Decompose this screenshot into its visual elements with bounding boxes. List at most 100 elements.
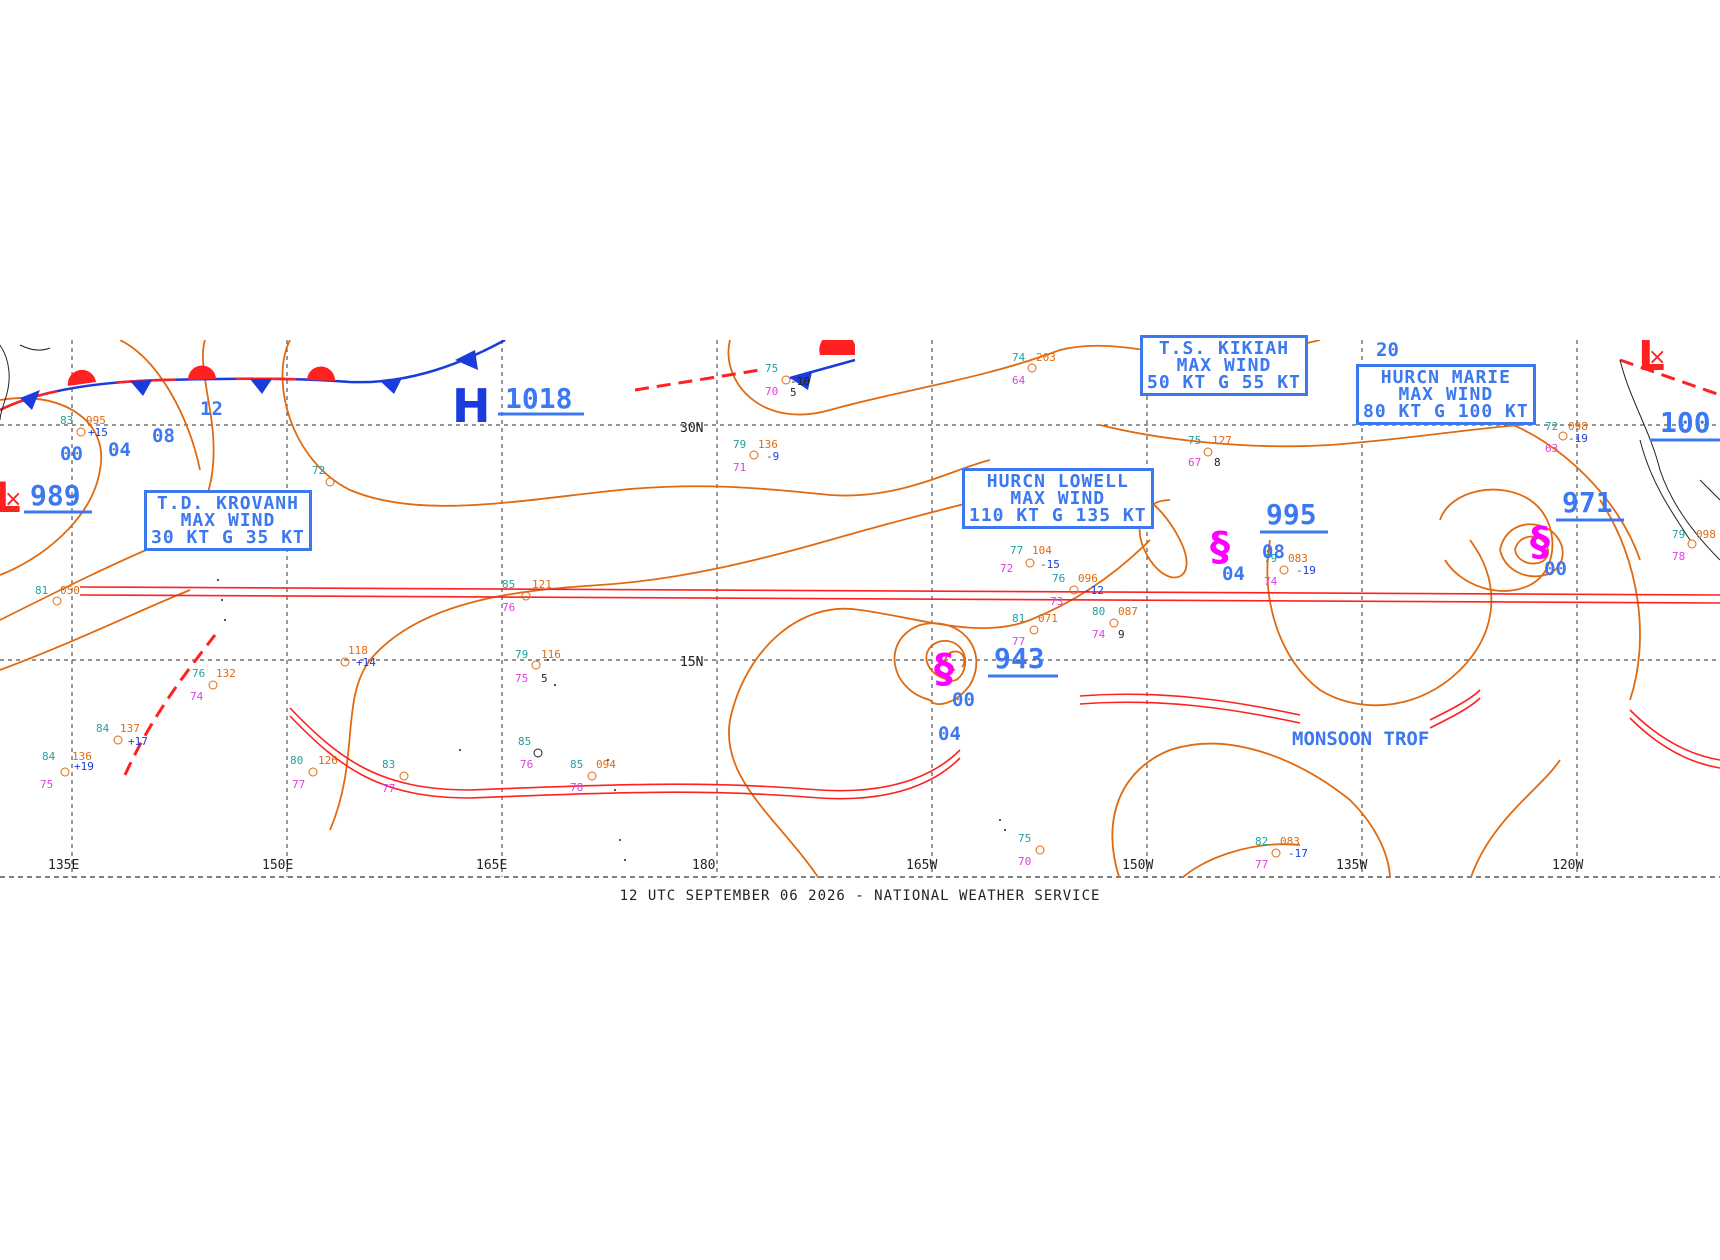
hurricane-icon: § <box>1530 519 1550 565</box>
station-plot: 79 083 -19 74 <box>1264 552 1316 588</box>
svg-text:63: 63 <box>1545 442 1558 455</box>
svg-text:132: 132 <box>216 667 236 680</box>
dashed-troughs <box>123 358 1720 776</box>
svg-text:76: 76 <box>502 601 515 614</box>
svg-text:80: 80 <box>290 754 303 767</box>
tropical-storm-icon: § <box>1210 524 1230 570</box>
forecast-hour-label: 00 <box>952 689 975 711</box>
longitude-label: 135W <box>1336 858 1367 873</box>
latitude-label: 30N <box>680 421 703 436</box>
storm-wind-label: MAX WIND <box>1176 355 1272 376</box>
svg-text:78: 78 <box>1672 550 1685 563</box>
svg-text:80: 80 <box>1092 605 1105 618</box>
storm-info-box-krovanh: T.D. KROVANH MAX WIND 30 KT G 35 KT <box>144 490 312 551</box>
svg-text:75: 75 <box>1018 832 1031 845</box>
storm-name: HURCN MARIE <box>1380 367 1511 388</box>
svg-text:118: 118 <box>348 644 368 657</box>
svg-text:77: 77 <box>292 778 305 791</box>
svg-text:79: 79 <box>733 438 746 451</box>
svg-text:72: 72 <box>1545 420 1558 433</box>
svg-text:74: 74 <box>1092 628 1106 641</box>
svg-text:+15: +15 <box>88 426 108 439</box>
svg-text:203: 203 <box>1036 351 1056 364</box>
svg-text:071: 071 <box>1038 612 1058 625</box>
svg-text:098: 098 <box>1568 420 1588 433</box>
svg-text:8: 8 <box>1214 456 1221 469</box>
svg-text:-10: -10 <box>790 375 810 388</box>
svg-text:84: 84 <box>96 722 110 735</box>
svg-text:74: 74 <box>1264 575 1278 588</box>
svg-text:096: 096 <box>1078 572 1098 585</box>
svg-text:72: 72 <box>1000 562 1013 575</box>
svg-text:127: 127 <box>1212 434 1232 447</box>
svg-text:76: 76 <box>1052 572 1065 585</box>
itcz-trough <box>79 586 1720 800</box>
svg-text:73: 73 <box>1050 595 1063 608</box>
storm-name: HURCN LOWELL <box>986 471 1129 492</box>
storm-name: T.D. KROVANH <box>156 493 299 514</box>
svg-text:84: 84 <box>42 750 56 763</box>
station-plot: 80 087 74 9 <box>1092 605 1138 641</box>
svg-text:76: 76 <box>520 758 533 771</box>
svg-text:67: 67 <box>1188 456 1201 469</box>
svg-text:5: 5 <box>541 672 548 685</box>
svg-text:116: 116 <box>541 648 561 661</box>
svg-text:-19: -19 <box>1568 432 1588 445</box>
longitude-labels: 135E 150E 165E 180 165W 150W 135W 120W <box>48 858 1583 873</box>
svg-text:77: 77 <box>1012 635 1025 648</box>
svg-text:-19: -19 <box>1296 564 1316 577</box>
low-pressure-value: 100 <box>1660 406 1711 439</box>
map-footer: 12 UTC SEPTEMBER 06 2026 - NATIONAL WEAT… <box>619 888 1101 904</box>
isobars <box>0 340 1641 878</box>
svg-text:70: 70 <box>1018 855 1031 868</box>
low-symbol: L <box>0 473 21 522</box>
storm-wind-value: 110 KT G 135 KT <box>969 505 1147 526</box>
svg-text:136: 136 <box>72 750 92 763</box>
longitude-label: 165W <box>906 858 937 873</box>
svg-text:77: 77 <box>1255 858 1268 871</box>
svg-text:75: 75 <box>40 778 53 791</box>
low-pressure-center: L × 989 <box>0 473 92 522</box>
storm-wind-value: 30 KT G 35 KT <box>151 527 305 548</box>
forecast-hour-labels: 00 04 08 12 20 <box>60 339 1399 465</box>
tropical-pressure-value: 971 <box>1562 486 1613 519</box>
svg-text:79: 79 <box>515 648 528 661</box>
x-icon: × <box>4 487 22 512</box>
forecast-hour-label: 20 <box>1376 339 1399 361</box>
tropical-pressure-value: 995 <box>1266 498 1317 531</box>
svg-text:083: 083 <box>1288 552 1308 565</box>
svg-text:64: 64 <box>1012 374 1026 387</box>
longitude-label: 150E <box>262 858 293 873</box>
longitude-label: 180 <box>692 858 715 873</box>
svg-text:83: 83 <box>382 758 395 771</box>
svg-text:+19: +19 <box>74 760 94 773</box>
svg-text:094: 094 <box>596 758 616 771</box>
svg-text:79: 79 <box>1264 552 1277 565</box>
longitude-label: 135E <box>48 858 79 873</box>
svg-text:77: 77 <box>1010 544 1023 557</box>
svg-text:9: 9 <box>1118 628 1125 641</box>
hurricane-icon: § <box>934 646 954 692</box>
svg-text:85: 85 <box>502 578 515 591</box>
svg-text:76: 76 <box>192 667 205 680</box>
svg-text:-9: -9 <box>766 450 779 463</box>
svg-text:995: 995 <box>86 414 106 427</box>
svg-text:-17: -17 <box>1288 847 1308 860</box>
tropical-pressure-value: 943 <box>994 642 1045 675</box>
forecast-hour-label: 00 <box>1544 558 1567 580</box>
pacific-islands <box>217 579 1006 861</box>
high-symbol: H <box>452 379 491 433</box>
station-plot: 84 136 +19 75 <box>40 750 94 791</box>
storm-wind-label: MAX WIND <box>180 510 276 531</box>
svg-text:81: 81 <box>35 584 48 597</box>
svg-text:087: 087 <box>1118 605 1138 618</box>
low-pressure-value: 989 <box>30 479 81 512</box>
